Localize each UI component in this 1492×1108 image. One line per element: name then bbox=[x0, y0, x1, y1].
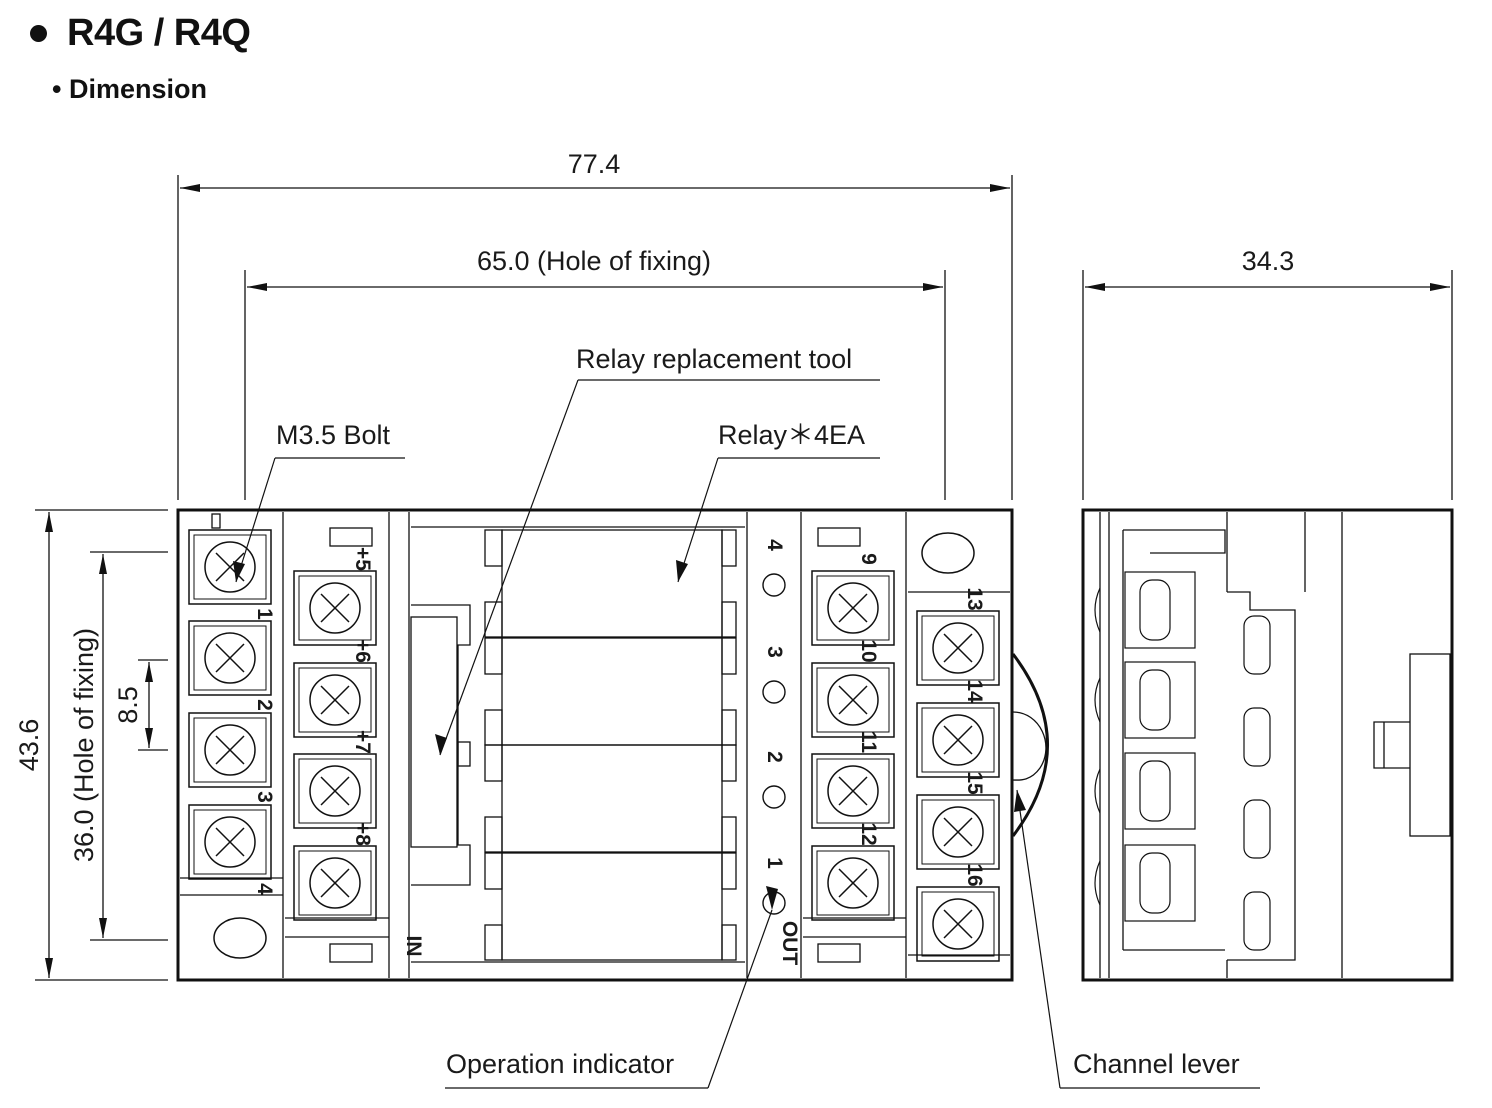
indicator-led bbox=[762, 680, 786, 704]
side-terminal-slot bbox=[1124, 844, 1196, 922]
dim-hole-height: 36.0 (Hole of fixing) bbox=[69, 628, 99, 862]
terminal-number: 12 bbox=[857, 822, 880, 845]
dimension-lines bbox=[35, 175, 1453, 981]
dim-pitch: 8.5 bbox=[113, 686, 143, 724]
relay-modules bbox=[484, 529, 737, 961]
side-terminal-slot bbox=[1124, 661, 1196, 739]
callout-relay-tool: Relay replacement tool bbox=[576, 344, 852, 374]
terminal-number: +6 bbox=[351, 639, 374, 663]
channel-number: 3 bbox=[763, 646, 786, 658]
terminal-screw bbox=[293, 570, 377, 646]
terminal-screw bbox=[188, 529, 272, 605]
relay-module bbox=[484, 637, 737, 746]
terminal-screw bbox=[293, 662, 377, 738]
callout-lever: Channel lever bbox=[1073, 1049, 1240, 1079]
terminal-number: 4 bbox=[253, 883, 276, 895]
terminal-screw bbox=[916, 610, 1000, 686]
out-label: OUT bbox=[778, 921, 801, 966]
label-windows bbox=[211, 513, 861, 963]
product-title: R4G / R4Q bbox=[67, 12, 251, 54]
side-contact-slot bbox=[1243, 615, 1271, 675]
channel-number: 2 bbox=[763, 751, 786, 763]
operation-indicators: 4 3 2 1 bbox=[762, 539, 786, 915]
terminal-number: +8 bbox=[351, 822, 374, 846]
relay-replacement-tool bbox=[410, 604, 471, 886]
terminal-number: 10 bbox=[857, 639, 880, 662]
terminal-number: +7 bbox=[351, 730, 374, 754]
side-contact-slot bbox=[1243, 707, 1271, 767]
terminal-screw bbox=[293, 753, 377, 829]
terminal-number: 13 bbox=[963, 587, 986, 610]
terminal-number: 2 bbox=[253, 699, 276, 711]
callout-leaders bbox=[235, 379, 1260, 1089]
section-subheading: • Dimension bbox=[52, 74, 207, 104]
side-contact-slot bbox=[1243, 799, 1271, 859]
bullet-dot bbox=[30, 25, 47, 42]
terminal-number: 11 bbox=[857, 731, 880, 754]
side-terminal-slot bbox=[1124, 752, 1196, 830]
terminal-screw bbox=[811, 845, 895, 921]
terminal-screw bbox=[811, 753, 895, 829]
terminal-screw bbox=[188, 804, 272, 880]
relay-module bbox=[484, 529, 737, 638]
terminal-screw bbox=[916, 886, 1000, 962]
terminal-number: +5 bbox=[351, 547, 374, 571]
callout-bolt: M3.5 Bolt bbox=[276, 420, 391, 450]
side-view bbox=[1081, 508, 1454, 982]
terminal-number: 15 bbox=[963, 771, 986, 795]
relay-module bbox=[484, 852, 737, 961]
terminal-number: 14 bbox=[963, 679, 986, 703]
indicator-led bbox=[762, 891, 786, 915]
callout-relay: Relay＊4EA bbox=[718, 420, 865, 450]
indicator-led bbox=[762, 785, 786, 809]
dim-overall-height: 43.6 bbox=[14, 719, 44, 772]
side-terminal-slot bbox=[1124, 571, 1196, 649]
relay-module bbox=[484, 744, 737, 853]
terminal-screw bbox=[811, 662, 895, 738]
callout-indicator: Operation indicator bbox=[446, 1049, 674, 1079]
terminal-number: 3 bbox=[253, 791, 276, 803]
terminal-screw bbox=[811, 570, 895, 646]
terminal-screw bbox=[188, 620, 272, 696]
terminal-screw bbox=[188, 712, 272, 788]
terminal-number: 1 bbox=[253, 608, 276, 620]
terminal-screw bbox=[293, 845, 377, 921]
channel-number: 1 bbox=[763, 857, 786, 869]
terminal-screw bbox=[916, 794, 1000, 870]
product-heading: R4G / R4Q bbox=[30, 12, 251, 55]
side-contact-slot bbox=[1243, 891, 1271, 951]
dim-hole-width: 65.0 (Hole of fixing) bbox=[477, 246, 711, 276]
dim-overall-width: 77.4 bbox=[568, 149, 621, 179]
fixing-holes bbox=[213, 532, 975, 959]
front-view bbox=[176, 508, 1014, 982]
terminal-screw bbox=[916, 702, 1000, 778]
terminal-number: 16 bbox=[963, 863, 986, 886]
dim-side-width: 34.3 bbox=[1242, 246, 1295, 276]
terminal-number: 9 bbox=[857, 553, 880, 565]
in-label: IN bbox=[402, 936, 425, 957]
indicator-led bbox=[762, 573, 786, 597]
channel-lever bbox=[1011, 653, 1049, 837]
channel-number: 4 bbox=[763, 539, 786, 551]
